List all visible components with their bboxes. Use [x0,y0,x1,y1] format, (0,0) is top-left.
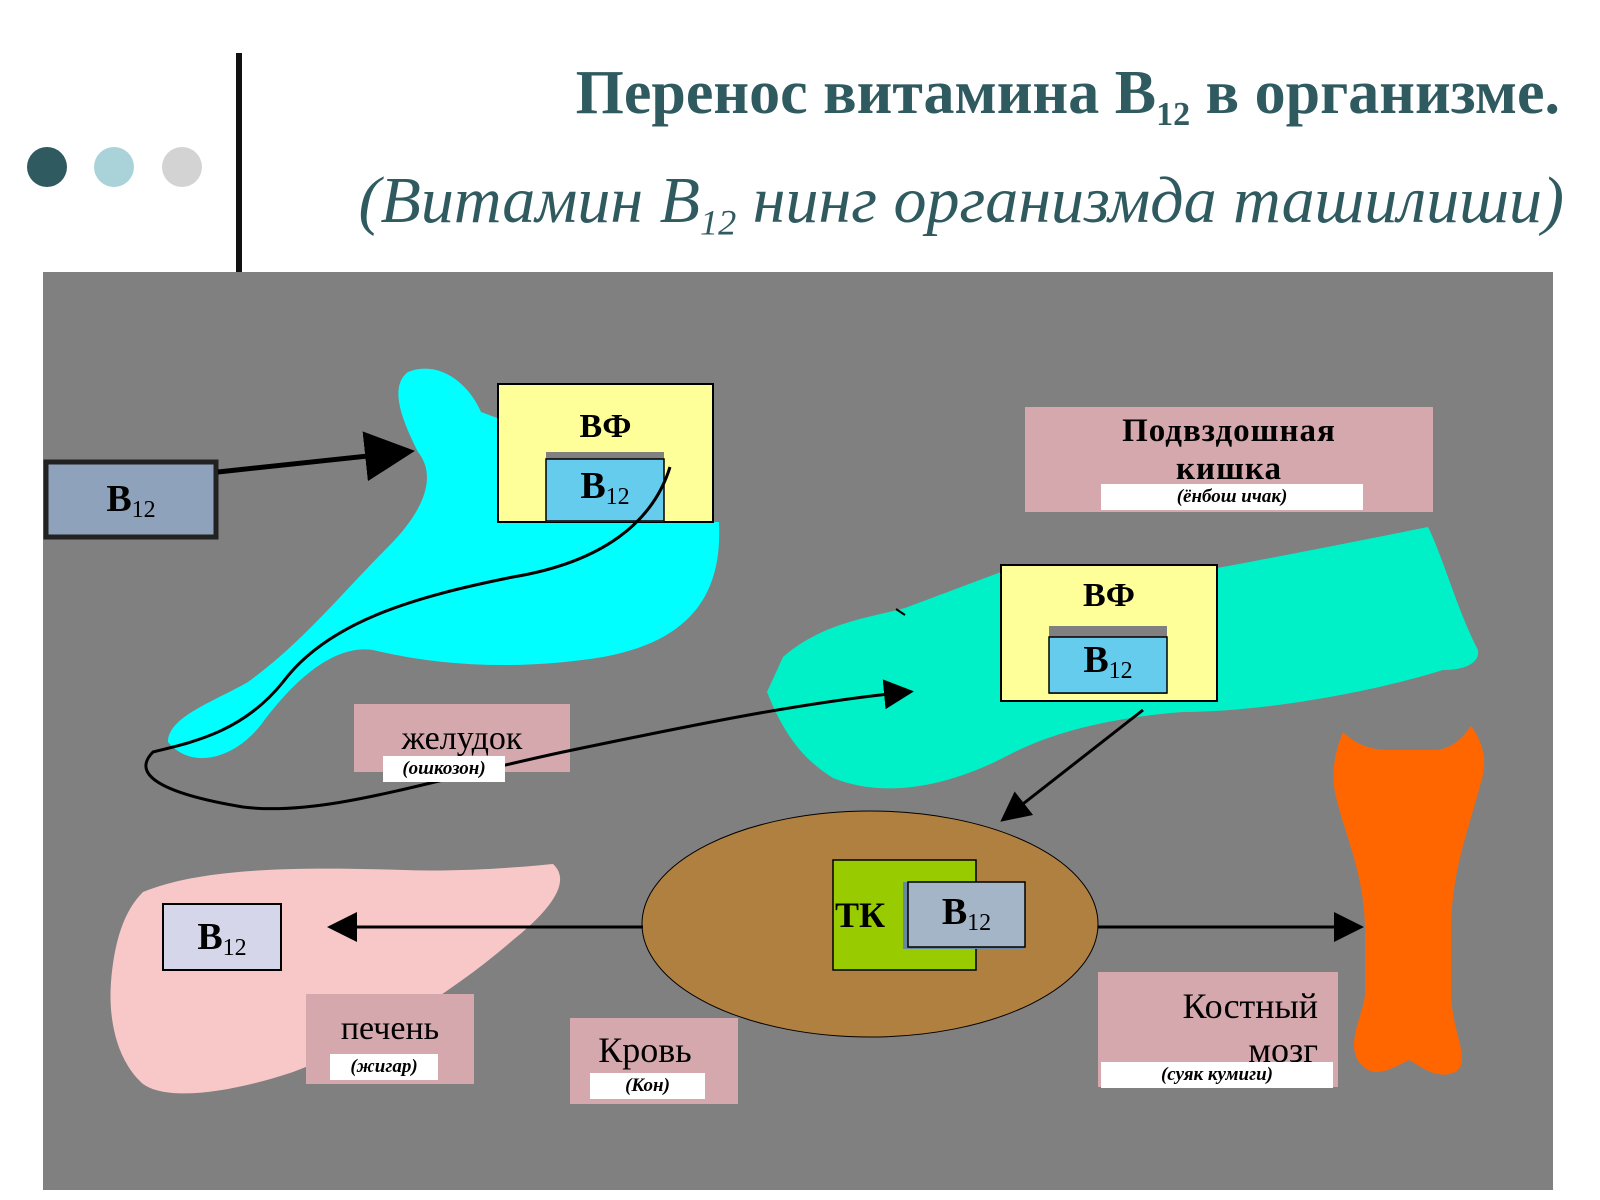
marrow-translation: (суяк кумиги) [1101,1062,1333,1088]
dot-light [94,147,134,187]
dot-dark [27,147,67,187]
b12-box-input [43,459,219,540]
divider [236,53,242,273]
bone-shape [1333,726,1485,1075]
arrow-to-blood [1000,708,1144,822]
ileum-title: Подвздошная кишка [1122,413,1336,487]
b12-box-liver [162,903,282,971]
b12-label-blood: В12 [941,891,992,936]
stomach-translation: (ошкозон) [383,756,505,782]
diagram-panel: ВФ В12 ВФ В12 ТК В12 В12 В12 Подвздошная… [43,272,1553,1190]
dot-grey [162,147,202,187]
liver-title: печень [340,1010,440,1047]
arrow-input [217,431,415,482]
vf-label-stomach: ВФ [579,408,632,445]
b12-box-blood [907,881,1026,948]
diagram-shapes [43,368,1485,1104]
vf-label-ileum: ВФ [1083,577,1135,614]
tk-label: ТК [835,895,886,935]
blood-translation: (Кон) [590,1073,705,1099]
stomach-shape [168,368,720,759]
b12-label-stomach: В12 [580,465,630,510]
liver-translation: (жигар) [330,1054,438,1080]
stomach-title: желудок [401,720,523,757]
b12-box-stomach [545,458,665,522]
marrow-title: Костный мозг [1182,986,1318,1070]
ileum-translation: (ёнбош ичак) [1101,484,1363,510]
b12-box-ileum [1048,636,1168,694]
blood-title: Кровь [598,1030,692,1070]
b12-label-ileum: В12 [1083,639,1133,684]
b12-label-liver: В12 [197,916,247,961]
page-title: Перенос витамина В12 в организме. [575,59,1560,133]
arrow-transit [144,466,914,811]
page-subtitle: (Витамин В12 нинг организмда ташилиши) [358,164,1564,243]
b12-label-input: В12 [106,478,156,523]
